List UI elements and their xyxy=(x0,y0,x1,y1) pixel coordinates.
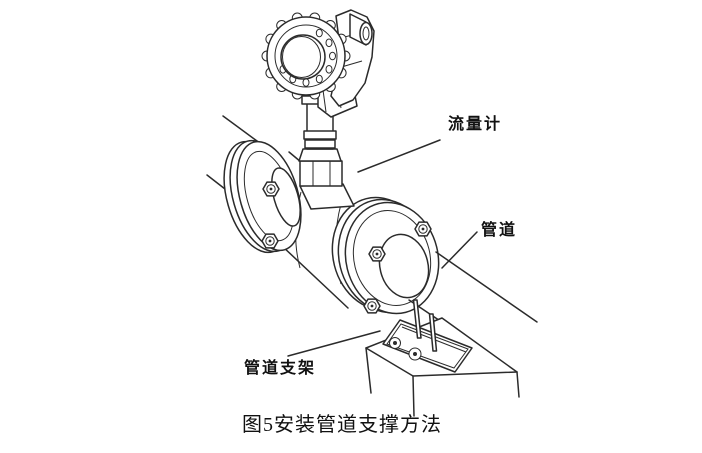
flow-meter-label: 流量计 xyxy=(448,116,503,133)
left-flange xyxy=(223,139,302,254)
pipe-support-label: 管道支架 xyxy=(244,360,317,377)
figure-caption: 图5安装管道支撑方法 xyxy=(242,414,442,436)
u-bolt-rods xyxy=(412,299,438,352)
flow-meter-transmitter-head xyxy=(261,9,375,118)
display-window xyxy=(280,34,326,80)
bezel-bolt-ring xyxy=(279,28,336,87)
flange-bolts-right xyxy=(363,221,432,314)
leader-line-flow-meter xyxy=(357,139,441,173)
transmitter-neck xyxy=(298,95,355,210)
support-plate xyxy=(382,319,473,373)
leader-lines xyxy=(287,139,478,357)
leader-line-pipe-support xyxy=(287,330,381,357)
conduit-port xyxy=(349,13,373,46)
pipe-label: 管道 xyxy=(481,222,518,239)
leader-line-pipe xyxy=(441,231,478,269)
